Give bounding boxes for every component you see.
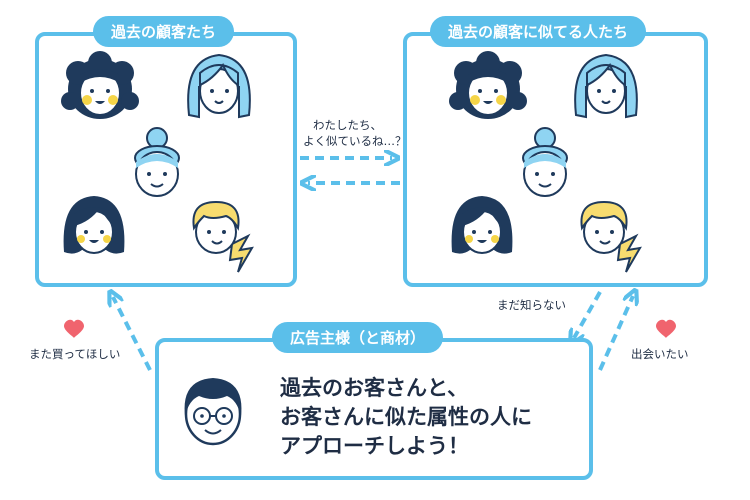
label-want-meet: 出会いたい xyxy=(631,347,689,361)
arrow-advertiser-to-similar xyxy=(598,296,633,371)
past-customers-title: 過去の顧客たち xyxy=(93,16,235,47)
label-buy-again: また買ってほしい xyxy=(29,347,121,361)
arrow-similar-to-advertiser xyxy=(574,291,602,338)
blonde-man-face-icon xyxy=(580,201,641,273)
long-hair-woman-face-icon xyxy=(187,54,251,118)
curly-woman-face-icon xyxy=(60,50,140,120)
speech-line-2: よく似ているね…？ xyxy=(303,134,407,148)
bun-hair-face-icon xyxy=(522,127,568,197)
similar-people-title: 過去の顧客に似てる人たち xyxy=(430,16,647,47)
arrow-advertiser-to-past xyxy=(113,297,152,371)
bob-hair-woman-face-icon xyxy=(62,195,126,255)
advertiser-title: 広告主様（と商材） xyxy=(272,322,444,353)
advertiser-message: 過去のお客さんと、 お客さんに似た属性の人に アプローチしよう！ xyxy=(280,374,532,461)
heart-icon xyxy=(64,319,84,338)
speech-line-1: わたしたち、 xyxy=(313,118,382,132)
heart-icon xyxy=(656,319,676,338)
message-line-3: アプローチしよう！ xyxy=(280,434,469,458)
label-unknown: まだ知らない xyxy=(497,298,566,312)
message-line-1: 過去のお客さんと、 xyxy=(280,376,469,400)
message-line-2: お客さんに似た属性の人に xyxy=(280,405,532,429)
bun-hair-face-icon xyxy=(134,127,180,197)
advertiser-man-face-icon xyxy=(184,378,242,446)
curly-woman-face-icon xyxy=(448,50,528,120)
blonde-man-face-icon xyxy=(192,201,253,273)
long-hair-woman-face-icon xyxy=(574,54,638,118)
bob-hair-woman-face-icon xyxy=(450,195,514,255)
